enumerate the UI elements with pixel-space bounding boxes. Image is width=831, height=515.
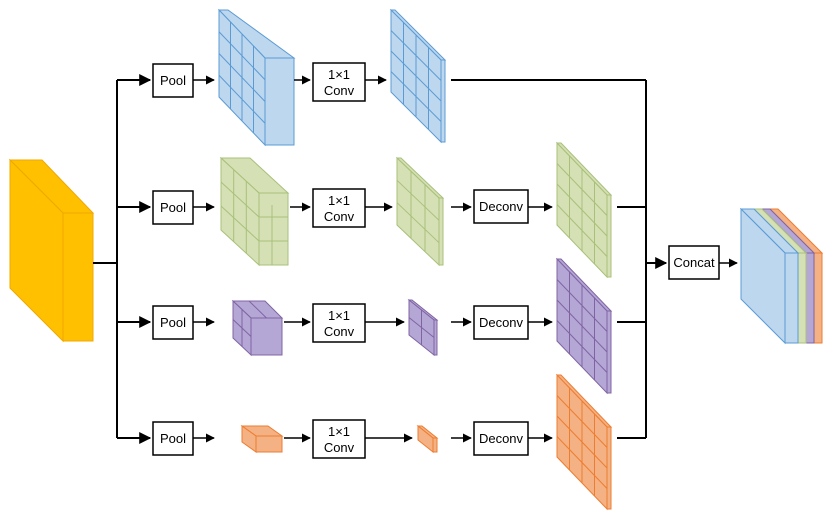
deconv-label: Deconv xyxy=(479,199,524,214)
conv-box-1: 1×1 Conv xyxy=(312,62,366,102)
conv-label-line1: 1×1 xyxy=(328,67,350,82)
conv-output-purple xyxy=(407,298,439,357)
pool-out-arrows xyxy=(193,75,215,443)
deconv-label: Deconv xyxy=(479,315,524,330)
deconv-box-2: Deconv xyxy=(473,305,529,340)
conv-label-line2: Conv xyxy=(324,440,355,455)
pool-box-2: Pool xyxy=(152,190,194,225)
pool-box-4: Pool xyxy=(152,421,194,456)
pool-label: Pool xyxy=(160,200,186,215)
conv-out-arrows xyxy=(365,75,413,443)
deconv-out-arrows xyxy=(528,202,553,443)
conv-label-line2: Conv xyxy=(324,209,355,224)
deconv-in-arrows xyxy=(451,202,472,443)
conv-in-arrows xyxy=(284,75,311,443)
conv-box-4: 1×1 Conv xyxy=(312,419,366,459)
deconv-label: Deconv xyxy=(479,431,524,446)
concat-box: Concat xyxy=(668,245,720,280)
conv-output-orange xyxy=(416,424,439,454)
deconv-box-3: Deconv xyxy=(473,421,529,456)
pool-label: Pool xyxy=(160,431,186,446)
pool-box-3: Pool xyxy=(152,305,194,340)
pool-label: Pool xyxy=(160,73,186,88)
pool-label: Pool xyxy=(160,315,186,330)
conv-output-green xyxy=(395,156,445,267)
pooled-map-orange xyxy=(240,425,284,453)
conv-label-line1: 1×1 xyxy=(328,424,350,439)
output-feature-map xyxy=(739,207,824,345)
pooled-map-blue xyxy=(217,8,296,147)
deconv-box-1: Deconv xyxy=(473,189,529,224)
merge-lines xyxy=(617,80,668,439)
conv-label-line2: Conv xyxy=(324,83,355,98)
input-feature-map xyxy=(8,158,95,343)
conv-label-line2: Conv xyxy=(324,324,355,339)
input-branch-lines xyxy=(93,74,152,444)
concat-label: Concat xyxy=(673,255,715,270)
pooled-map-green xyxy=(219,156,290,267)
pool-box-1: Pool xyxy=(152,63,194,98)
upsampled-map-purple xyxy=(555,257,613,395)
upsampled-map-orange xyxy=(555,373,613,511)
conv-box-3: 1×1 Conv xyxy=(312,303,366,343)
conv-output-blue xyxy=(389,8,447,144)
pooled-map-purple xyxy=(231,299,284,357)
upsampled-map-green xyxy=(555,141,613,279)
conv-label-line1: 1×1 xyxy=(328,308,350,323)
conv-label-line1: 1×1 xyxy=(328,193,350,208)
conv-box-2: 1×1 Conv xyxy=(312,188,366,228)
